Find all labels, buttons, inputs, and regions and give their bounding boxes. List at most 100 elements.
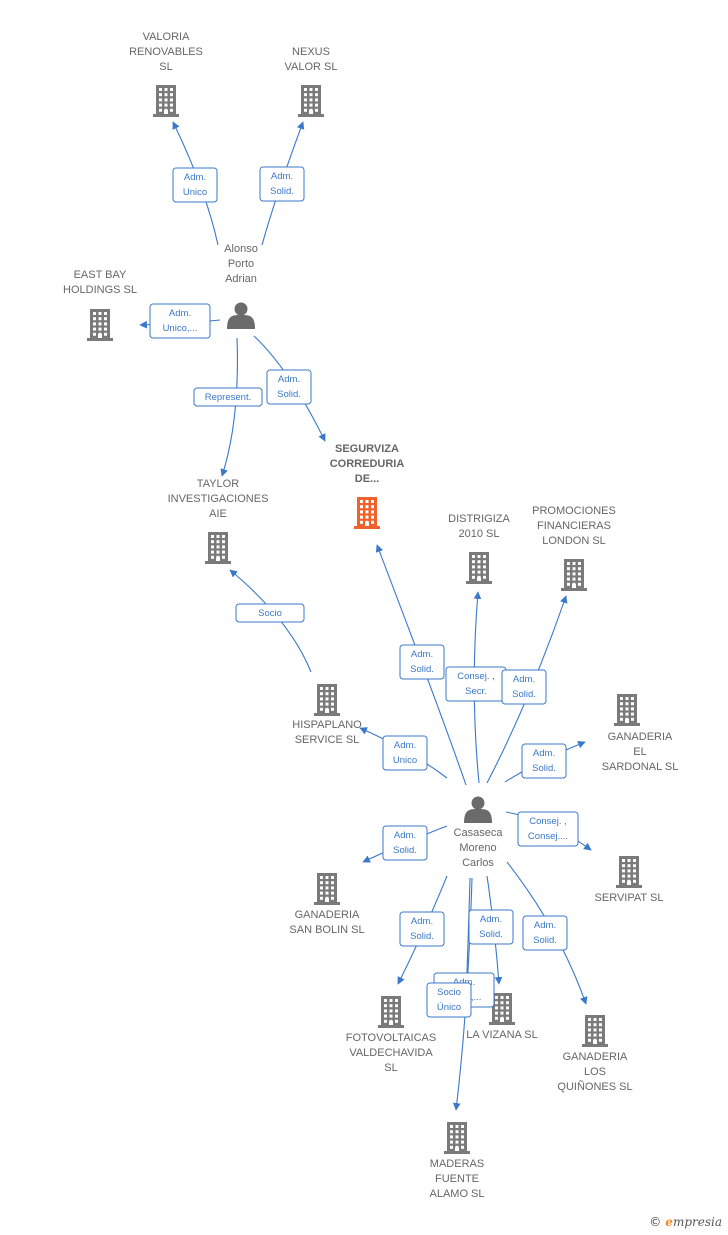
role-label-line: Adm. xyxy=(533,748,555,759)
role-label-line: Consej. , xyxy=(457,671,495,682)
node-label-line: FOTOVOLTAICAS xyxy=(346,1032,436,1044)
node-label-line: VALORIA xyxy=(143,31,191,43)
role-badge[interactable]: Socio xyxy=(235,603,305,623)
node-label-line: ALAMO SL xyxy=(429,1188,484,1200)
role-badge[interactable]: Adm. Solid. xyxy=(501,669,547,705)
role-badge[interactable]: Adm.Unico xyxy=(382,735,428,771)
copyright-symbol: © xyxy=(649,1215,662,1229)
role-badge[interactable]: Adm.Unico,... xyxy=(149,303,211,339)
building-icon xyxy=(616,856,642,888)
node-label-line: DE... xyxy=(355,473,379,485)
role-badge[interactable]: Adm.Solid. xyxy=(399,644,445,680)
node-label-line: VALOR SL xyxy=(285,61,338,73)
node-servipat[interactable]: SERVIPAT SL xyxy=(595,856,664,904)
node-label-line: SEGURVIZA xyxy=(335,443,399,455)
node-eastbay[interactable]: EAST BAY HOLDINGS SL xyxy=(63,269,137,341)
node-label-line: SERVIPAT SL xyxy=(595,892,664,904)
edge-alonso-taylor xyxy=(220,337,238,477)
node-sanbolin[interactable]: GANADERIA SAN BOLIN SL xyxy=(289,873,365,936)
building-icon xyxy=(298,85,324,117)
node-label-line: RENOVABLES xyxy=(129,46,203,58)
node-label-line: SL xyxy=(159,61,172,73)
role-badge[interactable]: Adm.Solid. xyxy=(522,915,568,951)
building-icon xyxy=(444,1122,470,1154)
brand-watermark: ©empresia xyxy=(649,1215,722,1229)
person-icon xyxy=(464,796,492,823)
node-segurviza[interactable]: SEGURVIZA CORREDURIA DE... xyxy=(330,443,405,529)
node-valoria[interactable]: VALORIA RENOVABLES SL xyxy=(129,31,203,117)
node-label-line: CORREDURIA xyxy=(330,458,405,470)
node-label-line: TAYLOR xyxy=(197,478,239,490)
node-label-line: SL xyxy=(384,1062,397,1074)
node-label-line: LONDON SL xyxy=(542,535,606,547)
role-badge[interactable]: Adm.Solid. xyxy=(521,743,567,779)
role-label-line: Solid. xyxy=(512,689,536,700)
node-label-line: Carlos xyxy=(462,857,494,869)
role-label-line: Consej. , xyxy=(529,816,567,827)
building-icon xyxy=(466,552,492,584)
role-label-line: Adm. xyxy=(411,649,433,660)
node-label-line: NEXUS xyxy=(292,46,330,58)
node-label-line: 2010 SL xyxy=(459,528,500,540)
role-label-line: Consej.... xyxy=(528,831,568,842)
role-badge[interactable]: Adm.Solid. xyxy=(259,166,305,202)
brand-name: mpresia xyxy=(672,1215,722,1229)
role-label-line: Solid. xyxy=(533,935,557,946)
role-label-line: Socio xyxy=(258,608,282,619)
node-label-line: LOS xyxy=(584,1066,606,1078)
node-label-line: HOLDINGS SL xyxy=(63,284,137,296)
role-label-line: Adm. xyxy=(480,914,502,925)
node-label-line: HISPAPLANO xyxy=(292,719,362,731)
node-label-line: FUENTE xyxy=(435,1173,479,1185)
node-vizana[interactable]: LA VIZANA SL xyxy=(466,993,538,1041)
node-label-line: LA VIZANA SL xyxy=(466,1029,538,1041)
node-label-line: Alonso xyxy=(224,243,258,255)
node-label-line: FINANCIERAS xyxy=(537,520,611,532)
nodes-layer: VALORIA RENOVABLES SL NEXUS VALOR SL AlonsoPo… xyxy=(63,31,678,1200)
building-icon xyxy=(614,694,640,726)
role-badge[interactable]: Adm.Solid. xyxy=(382,825,428,861)
node-label-line: GANADERIA xyxy=(563,1051,628,1063)
role-label-line: Adm. xyxy=(411,916,433,927)
role-badge[interactable]: Consej. ,Secr. xyxy=(445,666,507,702)
node-label-line: GANADERIA xyxy=(295,909,360,921)
role-badge[interactable]: Adm.Solid. xyxy=(399,911,445,947)
role-label-line: Unico xyxy=(393,755,417,766)
role-badge[interactable]: Consej. , Consej.... xyxy=(517,811,579,847)
building-icon xyxy=(354,497,380,529)
node-label-line: SERVICE SL xyxy=(295,734,360,746)
role-badge[interactable]: Adm.Unico xyxy=(172,167,218,203)
building-icon xyxy=(314,684,340,716)
person-icon xyxy=(227,302,255,329)
role-label-line: Adm. xyxy=(271,171,293,182)
building-icon xyxy=(489,993,515,1025)
node-hispaplano[interactable]: HISPAPLANO SERVICE SL xyxy=(292,684,362,746)
role-badge[interactable]: Adm.Solid. xyxy=(468,909,514,945)
node-label-line: AIE xyxy=(209,508,227,520)
role-label-line: Adm. xyxy=(513,674,535,685)
building-icon xyxy=(582,1015,608,1047)
building-icon xyxy=(378,996,404,1028)
role-label-line: Represent. xyxy=(205,392,251,403)
roles-layer: Adm.UnicoAdm.Solid.Adm.Unico,...Represen… xyxy=(149,166,579,1018)
role-label-line: Adm. xyxy=(394,830,416,841)
role-badge[interactable]: Adm.Solid. xyxy=(266,369,312,405)
role-label-line: Adm. xyxy=(184,172,206,183)
node-label-line: EAST BAY xyxy=(74,269,127,281)
role-badge[interactable]: Represent. xyxy=(193,387,263,407)
role-label-line: Solid. xyxy=(277,389,301,400)
node-nexus[interactable]: NEXUS VALOR SL xyxy=(285,46,338,117)
node-label-line: Casaseca xyxy=(454,827,504,839)
node-label-line: SAN BOLIN SL xyxy=(289,924,364,936)
role-label-line: Único xyxy=(437,1002,461,1013)
